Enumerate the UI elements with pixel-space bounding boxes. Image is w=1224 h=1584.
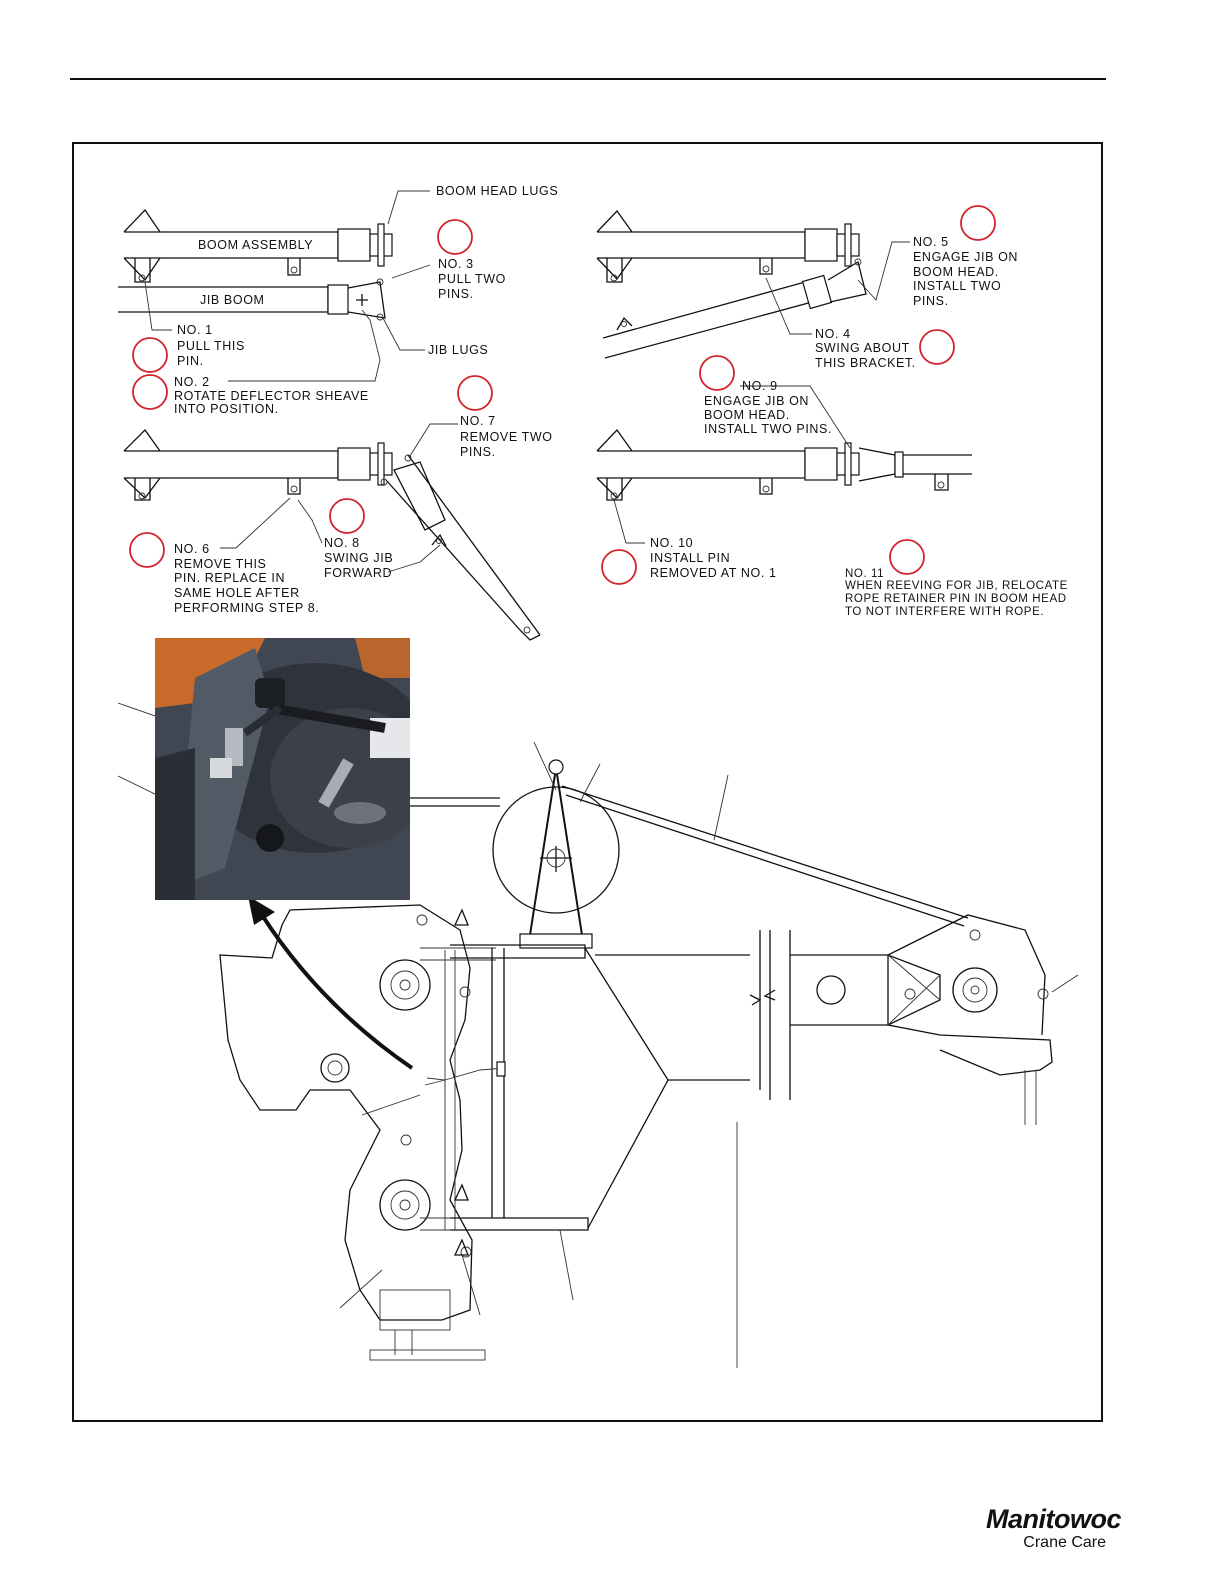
step-10-marker	[601, 549, 637, 585]
jib-boom-label: JIB BOOM	[200, 293, 265, 307]
step-11-text: NO. 11 WHEN REEVING FOR JIB, RELOCATE RO…	[845, 568, 1072, 618]
step-9-text: NO. 9 ENGAGE JIB ON BOOM HEAD. INSTALL T…	[704, 379, 832, 436]
logo-brand: Manitowoc	[986, 1504, 1122, 1534]
panel-step-6-8: NO. 7 REMOVE TWO PINS. NO. 6 REMOVE THIS…	[123, 375, 557, 641]
step-1-text: NO. 1 PULL THIS PIN.	[177, 323, 249, 368]
panel-step-9-11: NO. 9 ENGAGE JIB ON BOOM HEAD. INSTALL T…	[596, 355, 1072, 618]
logo-subtitle: Crane Care	[1023, 1534, 1106, 1551]
step-3-marker	[437, 219, 473, 255]
step-8-text: NO. 8 SWING JIB FORWARD	[324, 536, 397, 580]
step-5-marker	[960, 205, 996, 241]
step-11-marker	[889, 539, 925, 575]
header-rule	[70, 78, 1106, 80]
step-2-text: NO. 2 ROTATE DEFLECTOR SHEAVE INTO POSIT…	[174, 375, 373, 416]
step-7-text: NO. 7 REMOVE TWO PINS.	[460, 414, 557, 459]
step-10-text: NO. 10 INSTALL PIN REMOVED AT NO. 1	[650, 536, 777, 580]
step-4-marker	[919, 329, 955, 365]
step-2-marker	[132, 374, 168, 410]
panel-step-1-3: BOOM HEAD LUGS BOOM ASSEMBLY JIB BOOM JI…	[118, 184, 558, 416]
sensor-photo	[155, 638, 410, 900]
manitowoc-logo: Manitowoc Crane Care	[986, 1504, 1122, 1556]
step-7-marker	[457, 375, 493, 411]
figure-frame	[72, 142, 1103, 1422]
step-8-marker	[329, 498, 365, 534]
jib-lugs-label: JIB LUGS	[428, 343, 488, 357]
step-1-marker	[132, 337, 168, 373]
boom-head-detail	[117, 702, 1079, 1368]
boom-head-lugs-label: BOOM HEAD LUGS	[436, 184, 558, 198]
step-3-text: NO. 3 PULL TWO PINS.	[438, 257, 510, 301]
step-9-marker	[699, 355, 735, 391]
photo-illustration	[155, 638, 410, 900]
panel-step-4-5: NO. 5 ENGAGE JIB ON BOOM HEAD. INSTALL T…	[596, 205, 1022, 370]
step-5-text: NO. 5 ENGAGE JIB ON BOOM HEAD. INSTALL T…	[913, 235, 1022, 308]
step-6-text: NO. 6 REMOVE THIS PIN. REPLACE IN SAME H…	[174, 542, 319, 615]
step-6-marker	[129, 532, 165, 568]
step-4-text: NO. 4 SWING ABOUT THIS BRACKET.	[815, 327, 916, 370]
boom-assembly-label: BOOM ASSEMBLY	[198, 238, 313, 252]
